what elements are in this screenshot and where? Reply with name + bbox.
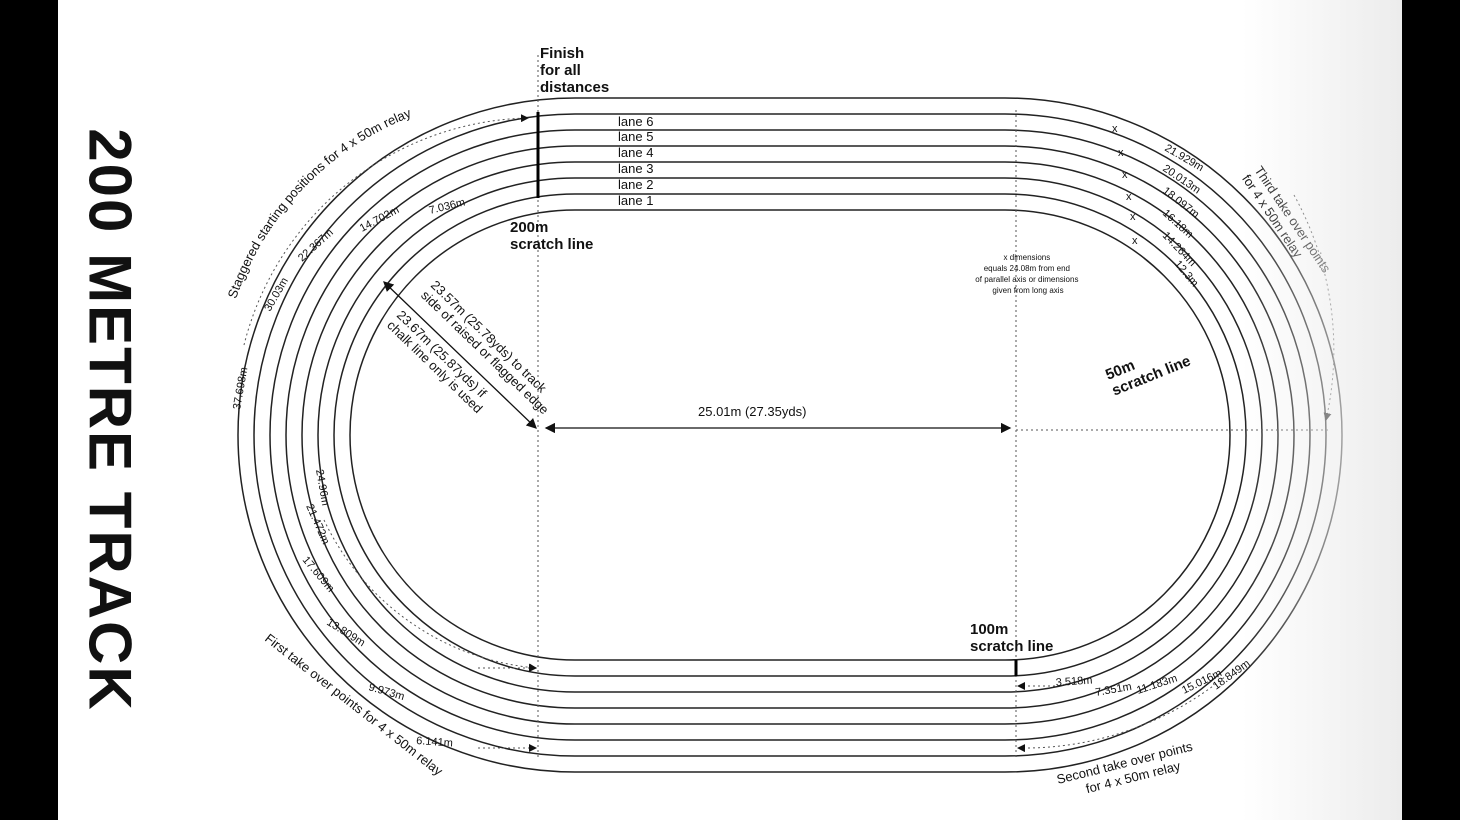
third-takeover-arrow	[1293, 194, 1335, 421]
straight-length-label: 25.01m (27.35yds)	[698, 404, 806, 419]
first-value: 17.609m	[300, 554, 337, 595]
lane-6-label: lane 6	[618, 114, 653, 129]
second-takeover-arrow	[1017, 675, 1227, 753]
stagger-arrow	[243, 114, 529, 346]
second-value: 11.183m	[1135, 672, 1179, 696]
radius-arrow	[383, 281, 537, 429]
stagger-value: 22.367m	[296, 227, 336, 265]
first-value: 21.472m	[303, 502, 331, 546]
scratch-50-label: 50m scratch line	[1103, 337, 1193, 400]
lane-3-label: lane 3	[618, 161, 653, 176]
lane-2-label: lane 2	[618, 177, 653, 192]
lane-5-line	[269, 129, 1311, 741]
stagger-value: 7.036m	[428, 196, 467, 217]
lane-labels: lane 6 lane 5 lane 4 lane 3 lane 2 lane …	[618, 114, 653, 208]
finish-label: Finish for all distances	[540, 45, 609, 96]
x-mark: x	[1112, 123, 1118, 135]
x-mark: x	[1122, 169, 1128, 181]
x-mark: x	[1132, 235, 1138, 247]
lane-5-label: lane 5	[618, 129, 653, 144]
x-marks: x x x x x x	[1112, 123, 1138, 247]
infield-edge	[349, 209, 1231, 661]
track-diagram: Finish for all distances lane 6 lane 5 l…	[225, 45, 1343, 796]
outer-edge	[237, 97, 1343, 773]
x-mark: x	[1126, 191, 1132, 203]
lane-2-line	[317, 177, 1263, 693]
lane-3-line	[301, 161, 1279, 709]
lane-1-label: lane 1	[618, 193, 653, 208]
x-mark: x	[1118, 147, 1124, 159]
third-takeover-label: Third take over points for 4 x 50m relay	[1239, 163, 1336, 286]
lane-4-label: lane 4	[618, 145, 653, 160]
lane-6-line	[253, 113, 1327, 757]
first-takeover-arrow	[323, 519, 537, 672]
x-dimensions-note: x dimensions equals 24.08m from end of p…	[975, 253, 1080, 295]
first-value: 24.96m	[313, 468, 331, 506]
scratch-100-label: 100m scratch line	[970, 621, 1053, 655]
track-lanes	[237, 97, 1343, 773]
second-value: 3.518m	[1055, 674, 1092, 689]
track-diagram-page: 200 METRE TRACK Finish for all distances	[58, 0, 1402, 820]
x-mark: x	[1130, 211, 1136, 223]
first-takeover-label: First take over points for 4 x 50m relay	[262, 631, 446, 779]
scratch-200-label: 200m scratch line	[510, 219, 593, 253]
stagger-label: Staggered starting positions for 4 x 50m…	[225, 105, 414, 300]
third-values: 21.929m 20.013m 18.097m 16.18m 14.264m 1…	[1160, 142, 1206, 289]
stagger-value: 37.698m	[231, 366, 250, 410]
lane-4-line	[285, 145, 1295, 725]
lane-1-line	[333, 193, 1247, 677]
first-value: 6.141m	[416, 735, 453, 750]
